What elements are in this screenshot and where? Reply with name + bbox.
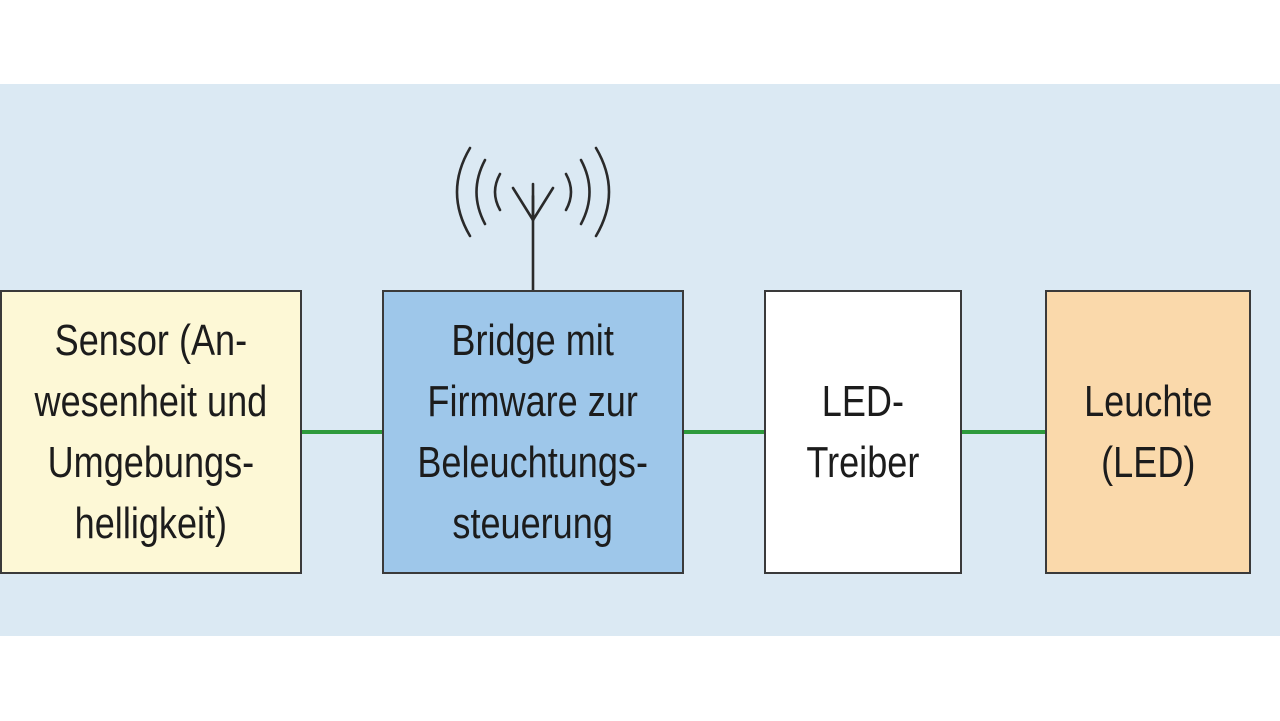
block-bridge-line: Bridge mit <box>451 316 615 365</box>
block-sensor-line: wesenheit und <box>34 377 268 426</box>
connector-sensor-bridge <box>300 430 384 434</box>
block-bridge-line: Firmware zur <box>427 377 639 426</box>
block-luminaire-label: Leuchte (LED) <box>1084 371 1212 493</box>
block-sensor-line: helligkeit) <box>74 499 228 548</box>
connector-driver-luminaire <box>960 430 1048 434</box>
connector-bridge-driver <box>682 430 766 434</box>
block-luminaire-line: Leuchte <box>1083 377 1213 426</box>
block-sensor-line: Umgebungs- <box>47 438 255 487</box>
block-bridge: Bridge mit Firmware zur Beleuchtungs- st… <box>382 290 684 574</box>
block-bridge-line: steuerung <box>452 499 614 548</box>
block-led-driver-line: Treiber <box>806 438 920 487</box>
antenna-icon <box>455 146 611 292</box>
block-sensor: Sensor (An- wesenheit und Umgebungs- hel… <box>0 290 302 574</box>
block-led-driver: LED- Treiber <box>764 290 962 574</box>
block-sensor-line: Sensor (An- <box>54 316 248 365</box>
block-sensor-label: Sensor (An- wesenheit und Umgebungs- hel… <box>35 310 268 554</box>
block-bridge-label: Bridge mit Firmware zur Beleuchtungs- st… <box>418 310 649 554</box>
block-led-driver-label: LED- Treiber <box>807 371 920 493</box>
block-luminaire-line: (LED) <box>1100 438 1196 487</box>
block-led-driver-line: LED- <box>821 377 905 426</box>
block-bridge-line: Beleuchtungs- <box>417 438 649 487</box>
block-luminaire: Leuchte (LED) <box>1045 290 1251 574</box>
